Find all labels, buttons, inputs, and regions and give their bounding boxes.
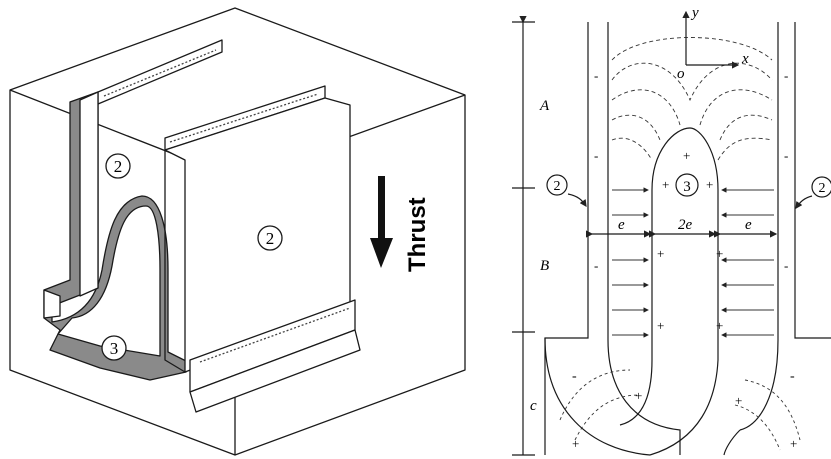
bottom-bar-hatch: [199, 307, 351, 363]
plus-sign: +: [706, 177, 713, 192]
dim-2e: 2e: [678, 217, 693, 233]
plus-sign: +: [657, 246, 664, 261]
left-wall: [544, 22, 681, 455]
plus-sign: +: [716, 246, 723, 261]
right-slab-inner-edge: [164, 150, 186, 373]
minus-sign: -: [784, 258, 788, 273]
label-2-left-circle: [546, 174, 568, 196]
thrust-label: Thrust: [404, 197, 431, 272]
isometric-block-diagram: [9, 7, 466, 456]
left-notch: [43, 289, 61, 319]
label-2-left: 2: [554, 179, 561, 194]
label-2-upper-circle: [105, 153, 131, 179]
plus-sign: +: [635, 388, 642, 403]
minus-sign: -: [784, 68, 788, 83]
minus-sign: -: [784, 148, 788, 163]
minus-sign: -: [594, 258, 598, 273]
dim-e-left: e: [618, 217, 625, 233]
left-slab-hatch: [103, 49, 217, 97]
minus-sign: -: [594, 148, 598, 163]
plus-sign: +: [716, 318, 723, 333]
plus-sign: +: [683, 148, 690, 163]
cube-outline: [9, 7, 466, 456]
minus-sign: -: [790, 369, 795, 384]
dim-e-right: e: [745, 217, 752, 233]
label-2-right-circle: [811, 176, 831, 198]
axis-y-label: y: [690, 5, 699, 21]
axis-x-label: x: [741, 51, 749, 67]
minus-sign: -: [572, 369, 577, 384]
left-slab-vertical: [79, 91, 99, 297]
region-B-label: B: [540, 258, 549, 274]
left-slab: [97, 39, 223, 105]
label-2-right: 2: [819, 181, 826, 196]
plus-sign: +: [662, 177, 669, 192]
region-C-label: c: [530, 398, 537, 414]
plus-sign: +: [735, 393, 742, 408]
label-3: 3: [110, 339, 119, 358]
label-2-face-circle: [257, 225, 283, 251]
minus-sign: -: [594, 68, 598, 83]
label-3-center: 3: [683, 179, 691, 195]
label-3-circle: [101, 335, 127, 361]
channel-3: [57, 205, 161, 357]
right-wall: [739, 22, 831, 431]
plus-sign: +: [657, 318, 664, 333]
bottom-bar-2: [189, 329, 361, 413]
central-bump: [619, 127, 719, 456]
plus-sign: +: [790, 436, 797, 451]
origin-label: o: [677, 66, 685, 82]
label-2-face: 2: [266, 229, 275, 248]
plus-sign: +: [572, 436, 579, 451]
field-diagram: [512, 10, 831, 456]
label-2-upper: 2: [114, 157, 123, 176]
right-slab-hatch: [169, 93, 319, 143]
label-3-center-circle: [675, 173, 699, 197]
thrust-arrow: [370, 176, 393, 268]
region-A-label: A: [539, 98, 550, 114]
